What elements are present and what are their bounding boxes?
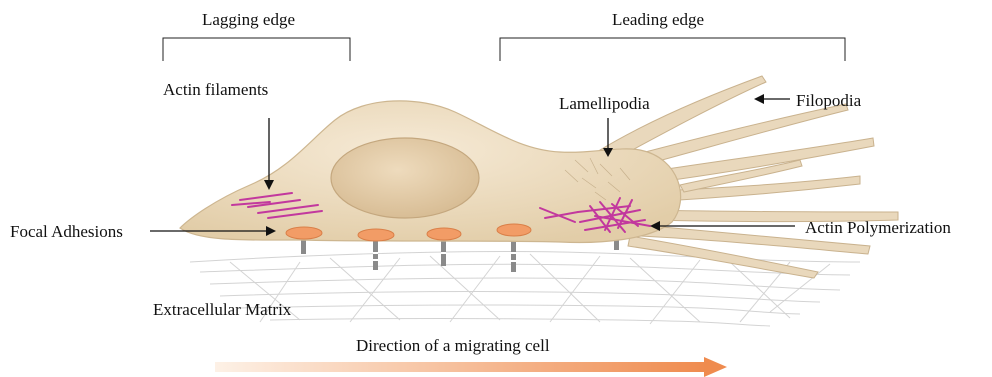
leading-edge-label: Leading edge <box>612 10 704 30</box>
focal-adhesions-label: Focal Adhesions <box>10 222 123 242</box>
direction-label: Direction of a migrating cell <box>356 336 550 356</box>
filopodia-label: Filopodia <box>796 91 861 111</box>
lagging-edge-label: Lagging edge <box>202 10 295 30</box>
leading-edge-bracket <box>500 38 845 61</box>
nucleus <box>331 138 479 218</box>
lagging-edge-bracket <box>163 38 350 61</box>
actin-filaments-label: Actin filaments <box>163 80 268 100</box>
actin-polymerization-label: Actin Polymerization <box>805 218 951 238</box>
lamellipodia-label: Lamellipodia <box>559 94 650 114</box>
extracellular-matrix-label: Extracellular Matrix <box>153 300 291 320</box>
direction-arrow <box>215 357 727 377</box>
